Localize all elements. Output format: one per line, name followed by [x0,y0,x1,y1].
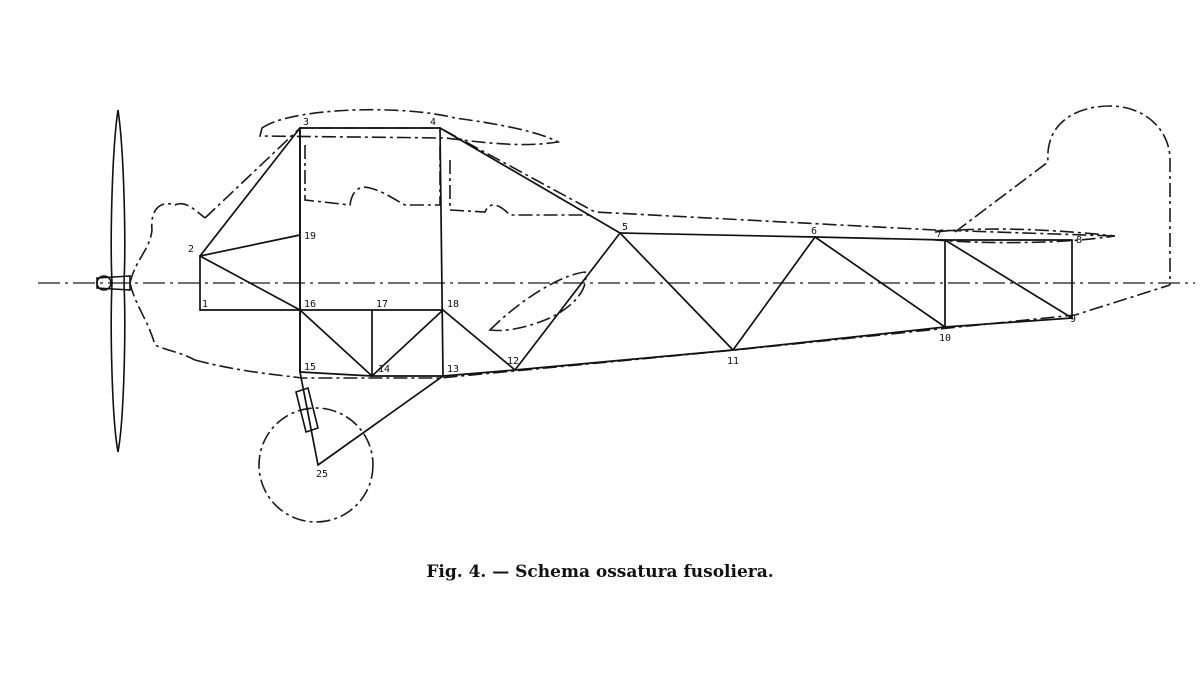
truss-member-18-12 [442,309,516,371]
truss-member-2-3 [199,127,301,257]
node-label-14: 14 [378,364,390,375]
upper-wing-outline [258,108,561,146]
truss-member-2-16 [199,255,301,311]
node-label-15: 15 [304,362,316,373]
node-label-9: 9 [1070,314,1076,325]
truss-member-12-11 [514,349,734,371]
node-label-7: 7 [936,229,942,240]
truss-member-5-11 [619,232,734,351]
node-label-2: 2 [188,244,194,255]
truss-member-11-10 [732,326,946,351]
truss-member-5-12 [514,232,621,371]
node-label-10: 10 [939,333,951,344]
tailplane-outline [934,228,1116,244]
node-label-16: 16 [304,299,316,310]
propeller-spinner [96,275,131,291]
landing-wheel [258,407,374,523]
truss-member-15-14 [299,371,373,377]
lower-wing-outline [488,271,587,332]
node-label-18: 18 [447,299,459,310]
node-label-12: 12 [507,356,519,367]
truss-member-4-5 [439,127,621,234]
node-label-3: 3 [303,117,309,128]
node-label-6: 6 [811,226,817,237]
truss-member-2-19 [199,234,301,257]
rear-cockpit-outline [449,160,590,216]
propeller [110,109,126,453]
truss-member-7-9 [944,239,1073,319]
truss-member-18-14 [371,309,444,377]
engine-cowling-outline [129,202,206,361]
tail-fin-outline [954,105,1171,285]
fuselage-lower-outline [194,284,1171,379]
truss-member-25-13 [317,375,444,466]
node-label-19: 19 [304,231,316,242]
node-label-11: 11 [727,356,739,367]
truss-member-16-14 [299,309,373,377]
node-label-1: 1 [202,299,208,310]
front-cockpit-outline [304,145,441,206]
node-label-4: 4 [430,117,436,128]
node-label-17: 17 [376,299,388,310]
truss-member-10-9 [944,317,1073,328]
figure-caption: Fig. 4. — Schema ossatura fusoliera. [426,562,774,582]
truss-member-15-25 [299,371,319,466]
node-label-13: 13 [447,364,459,375]
node-label-5: 5 [622,222,628,233]
truss-member-6-11 [732,236,816,351]
truss-members [199,127,1073,466]
node-label-25: 25 [316,469,328,480]
truss-member-4-13 [439,127,444,377]
truss-member-13-12 [442,369,516,377]
truss-member-6-10 [814,236,946,328]
fuselage-upper-outline [204,127,1116,237]
truss-member-6-7 [814,236,946,241]
node-label-8: 8 [1076,235,1082,246]
truss-member-5-6 [619,232,816,238]
